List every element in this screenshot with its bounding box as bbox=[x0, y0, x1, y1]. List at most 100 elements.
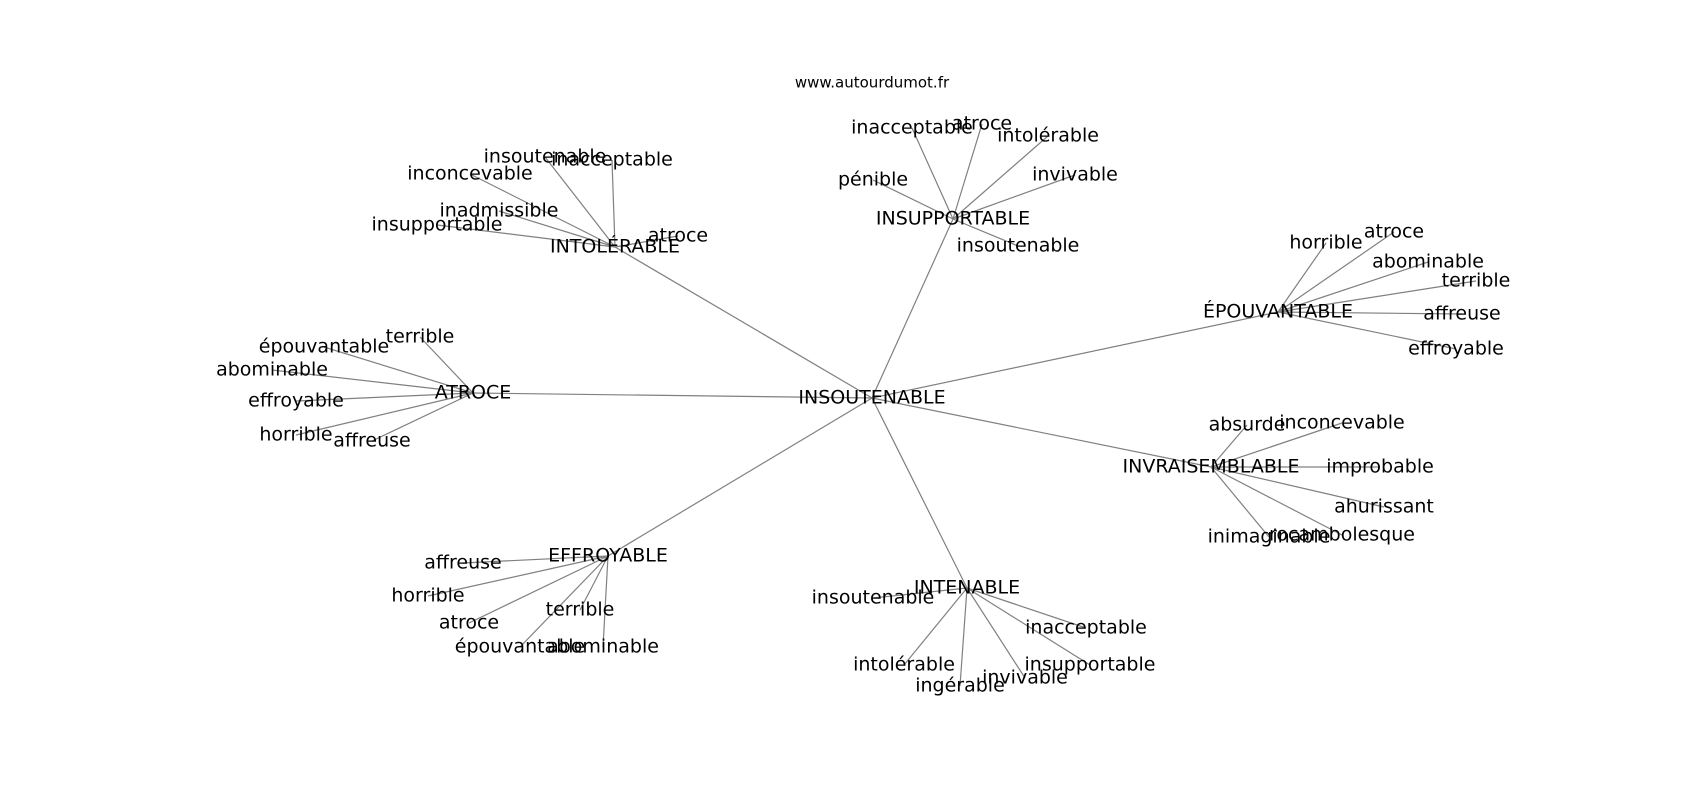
leaf-word-label: épouvantable bbox=[455, 636, 585, 658]
leaf-word-label: effroyable bbox=[248, 390, 344, 412]
leaf-word-label: atroce bbox=[439, 612, 499, 634]
leaf-edge bbox=[1210, 422, 1343, 468]
leaf-word-label: terrible bbox=[1442, 270, 1511, 292]
leaf-word-label: inconcevable bbox=[1279, 412, 1405, 434]
leaf-word-label: rocambolesque bbox=[1269, 524, 1415, 546]
leaf-edge bbox=[271, 369, 474, 394]
leaf-word-label: terrible bbox=[386, 326, 455, 348]
leaf-word-label: ahurissant bbox=[1334, 496, 1434, 518]
leaf-word-label: absurde bbox=[1209, 414, 1286, 436]
leaf-edge bbox=[1277, 261, 1429, 313]
graph-edges bbox=[271, 123, 1477, 687]
leaf-edge bbox=[911, 127, 954, 220]
leaf-edge bbox=[614, 235, 679, 248]
hub-word-label: ATROCE bbox=[435, 382, 512, 404]
hub-edge bbox=[607, 397, 873, 557]
leaf-word-label: affreuse bbox=[333, 430, 410, 452]
leaf-word-label: horrible bbox=[391, 585, 464, 607]
leaf-word-label: abominable bbox=[216, 359, 328, 381]
leaf-word-label: atroce bbox=[952, 113, 1012, 135]
leaf-edge bbox=[1277, 311, 1457, 350]
leaf-edge bbox=[1210, 466, 1385, 508]
leaf-word-label: pénible bbox=[838, 169, 908, 191]
leaf-word-label: terrible bbox=[546, 599, 615, 621]
leaf-edge bbox=[1277, 231, 1395, 313]
hub-word-label: INSUPPORTABLE bbox=[876, 208, 1030, 230]
source-label: www.autourdumot.fr bbox=[795, 74, 950, 92]
leaf-word-label: horrible bbox=[1289, 232, 1362, 254]
hub-edge bbox=[871, 218, 954, 399]
hub-edge bbox=[614, 246, 873, 399]
leaf-edge bbox=[966, 587, 1026, 679]
leaf-word-label: improbable bbox=[1326, 456, 1434, 478]
leaf-word-label: épouvantable bbox=[259, 336, 389, 358]
leaf-edge bbox=[611, 159, 616, 248]
leaf-word-label: atroce bbox=[648, 225, 708, 247]
leaf-word-label: inadmissible bbox=[440, 200, 559, 222]
leaf-word-label: insoutenable bbox=[812, 587, 935, 609]
leaf-word-label: inacceptable bbox=[851, 117, 973, 139]
hub-word-label: ÉPOUVANTABLE bbox=[1203, 300, 1353, 323]
leaf-edge bbox=[872, 179, 954, 220]
leaf-edge bbox=[371, 392, 474, 442]
leaf-word-label: atroce bbox=[1364, 221, 1424, 243]
leaf-edge bbox=[952, 135, 1049, 220]
leaf-word-label: ingérable bbox=[915, 675, 1005, 697]
hub-word-label: EFFROYABLE bbox=[548, 545, 668, 567]
leaf-word-label: invivable bbox=[1032, 164, 1118, 186]
leaf-edge bbox=[952, 218, 1019, 247]
leaf-word-label: abominable bbox=[547, 636, 659, 658]
graph-labels: insoutenableinacceptableinconcevableinad… bbox=[216, 113, 1510, 697]
leaf-edge bbox=[1210, 466, 1270, 538]
leaf-edge bbox=[1210, 424, 1248, 468]
leaf-word-label: inacceptable bbox=[1025, 617, 1147, 639]
hub-edge bbox=[871, 397, 1212, 468]
leaf-edge bbox=[469, 173, 616, 248]
leaf-edge bbox=[966, 587, 1087, 629]
leaf-edge bbox=[436, 224, 616, 248]
hub-edge bbox=[472, 392, 873, 399]
leaf-word-label: insoutenable bbox=[957, 235, 1080, 257]
leaf-word-label: intolérable bbox=[853, 654, 955, 676]
leaf-word-label: affreuse bbox=[1423, 303, 1500, 325]
hub-word-label: INVRAISEMBLABLE bbox=[1123, 456, 1300, 478]
leaf-word-label: affreuse bbox=[424, 552, 501, 574]
leaf-word-label: invivable bbox=[982, 667, 1068, 689]
hub-word-label: INTENABLE bbox=[914, 577, 1020, 599]
leaf-edge bbox=[1210, 466, 1343, 536]
leaf-edge bbox=[952, 174, 1076, 220]
hub-word-label: INTOLÉRABLE bbox=[550, 235, 680, 258]
hub-edge bbox=[871, 397, 968, 589]
leaf-edge bbox=[427, 555, 609, 597]
leaf-edge bbox=[1277, 280, 1477, 313]
leaf-edge bbox=[419, 336, 474, 394]
center-word-label: INSOUTENABLE bbox=[798, 387, 945, 409]
leaf-edge bbox=[903, 587, 968, 666]
leaf-edge bbox=[544, 156, 616, 248]
hub-edge bbox=[871, 311, 1279, 399]
leaf-word-label: abominable bbox=[1372, 251, 1484, 273]
leaf-edge bbox=[295, 392, 474, 402]
leaf-word-label: effroyable bbox=[1408, 338, 1504, 360]
leaf-edge bbox=[468, 555, 609, 624]
leaf-edge bbox=[519, 555, 609, 648]
leaf-edge bbox=[579, 555, 609, 611]
leaf-edge bbox=[966, 587, 1091, 666]
leaf-word-label: intolérable bbox=[997, 125, 1099, 147]
leaf-edge bbox=[462, 555, 609, 564]
leaf-edge bbox=[323, 346, 474, 394]
leaf-word-label: inacceptable bbox=[551, 149, 673, 171]
leaf-edge bbox=[295, 392, 474, 436]
leaf-word-label: insupportable bbox=[372, 214, 503, 236]
leaf-edge bbox=[1277, 242, 1327, 313]
leaf-word-label: horrible bbox=[259, 424, 332, 446]
leaf-edge bbox=[1277, 311, 1463, 315]
leaf-edge bbox=[952, 123, 983, 220]
leaf-edge bbox=[872, 587, 968, 599]
leaf-word-label: inimaginable bbox=[1208, 526, 1331, 548]
leaf-edge bbox=[602, 555, 609, 648]
leaf-edge bbox=[498, 210, 616, 248]
leaf-word-label: insupportable bbox=[1025, 654, 1156, 676]
leaf-word-label: insoutenable bbox=[484, 146, 607, 168]
